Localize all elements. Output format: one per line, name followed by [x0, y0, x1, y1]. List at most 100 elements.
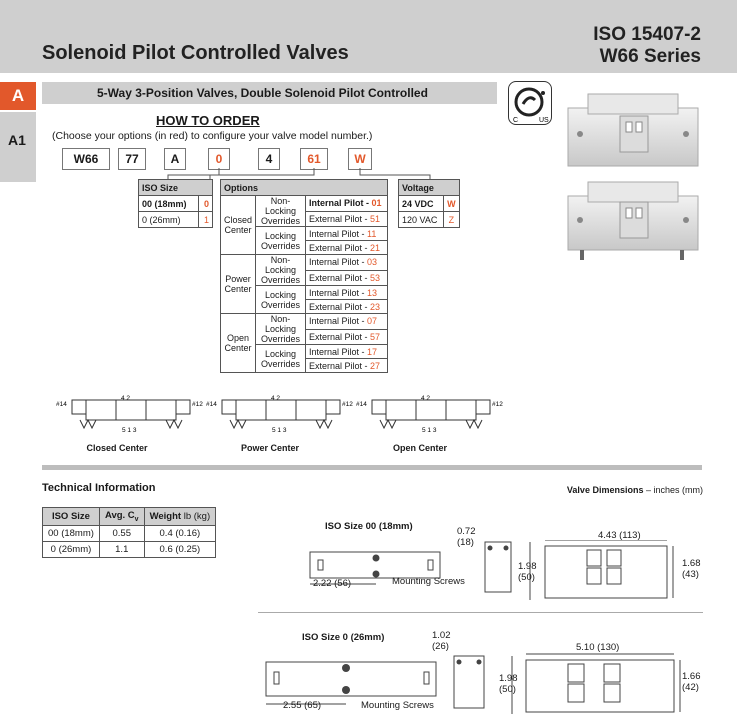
pilot-code: 13: [367, 287, 378, 298]
iso-size-code: 1: [198, 211, 213, 228]
csa-certification-logo: C US: [508, 81, 552, 125]
port-top-label: 4 2: [421, 395, 430, 402]
pilot-label: Internal Pilot: [309, 228, 360, 239]
pilot-label: External Pilot: [309, 213, 363, 224]
center-type-label: Open Center: [219, 313, 257, 373]
pilot-option: External Pilot - 51: [305, 210, 388, 227]
pilot-label: Internal Pilot: [309, 346, 360, 357]
table-row[interactable]: Locking Overrides Internal Pilot - 13: [221, 285, 388, 314]
size-0-height-mm: (50): [499, 684, 516, 695]
pilot-label: Internal Pilot: [309, 198, 364, 209]
port-top-label: 4 2: [271, 395, 280, 402]
pilot-code: 21: [370, 242, 381, 253]
table-row[interactable]: Power Center Non-Locking Overrides Inter…: [219, 254, 388, 314]
size-0-length: 2.55 (65): [283, 700, 322, 711]
pilot-code: 51: [370, 213, 381, 224]
size-0-title: ISO Size 0 (26mm): [302, 632, 385, 643]
size-00-height: 1.98: [518, 561, 537, 572]
override-type-label: Non-Locking Overrides: [255, 313, 307, 345]
table-row: 00 (18mm) 0.55 0.4 (0.16): [42, 524, 217, 542]
table-row[interactable]: External Pilot - 23: [221, 299, 388, 314]
size-0-width-mm: (26): [432, 641, 449, 652]
how-to-order-title: HOW TO ORDER: [156, 113, 260, 128]
pilot-option: Internal Pilot - 01: [305, 195, 388, 212]
override-type-label: Locking Overrides: [255, 285, 307, 314]
pilot-option: Internal Pilot - 17: [305, 344, 388, 359]
iso-size-code: 0: [198, 195, 213, 212]
port-14-label: #14: [356, 401, 367, 408]
section-banner: 5-Way 3-Position Valves, Double Solenoid…: [42, 82, 497, 104]
valve-product-photo: [567, 93, 699, 260]
center-type-label: Closed Center: [219, 195, 257, 255]
table-row[interactable]: External Pilot - 27: [221, 358, 388, 373]
size-00-drawing: [309, 540, 674, 600]
pilot-label: External Pilot: [309, 272, 363, 283]
pilot-code: 17: [367, 346, 378, 357]
table-row[interactable]: Open Center Non-Locking Overrides Intern…: [219, 313, 388, 373]
voltage-label: 120 VAC: [398, 211, 444, 228]
table-row[interactable]: 0 (26mm) 1: [138, 211, 213, 228]
pilot-label: External Pilot: [309, 301, 363, 312]
dimensions-divider: [258, 612, 703, 613]
center-type-label: Power Center: [219, 254, 257, 314]
model-code-port: 4: [258, 148, 280, 170]
table-row[interactable]: External Pilot - 21: [221, 240, 388, 255]
svg-text:C: C: [513, 117, 518, 124]
pilot-code: 27: [370, 360, 381, 371]
subsection-tab-a1[interactable]: A1: [0, 112, 36, 182]
section-tab-a[interactable]: A: [0, 82, 36, 110]
size-0-height: 1.98: [499, 673, 518, 684]
pilot-code: 07: [367, 316, 378, 327]
size-00-total-length: 4.43 (113): [598, 530, 641, 541]
model-code-function: 77: [118, 148, 146, 170]
table-row[interactable]: 00 (18mm) 0: [138, 195, 213, 212]
pilot-option: External Pilot - 27: [305, 358, 388, 373]
options-header: Options: [220, 179, 388, 196]
power-center-label: Power Center: [240, 443, 300, 453]
technical-info-table: ISO Size Avg. Cv Weight lb (kg) 00 (18mm…: [42, 507, 217, 558]
valve-schematics: #14 #12 4 2 5 1 3 #14 #12 4 2 5 1 3: [56, 395, 503, 434]
port-bottom-label: 5 1 3: [272, 427, 287, 434]
table-row[interactable]: Locking Overrides Internal Pilot - 17: [221, 344, 388, 373]
pilot-label: External Pilot: [309, 360, 363, 371]
pilot-option: Internal Pilot - 11: [305, 226, 388, 241]
model-code-iso-size[interactable]: 0: [208, 148, 230, 170]
model-code-options[interactable]: 61: [300, 148, 328, 170]
size-00-width: 0.72: [457, 526, 476, 537]
technical-info-title: Technical Information: [42, 482, 156, 494]
port-top-label: 4 2: [121, 395, 130, 402]
size-0-mounting-screws: Mounting Screws: [361, 700, 434, 711]
iso-size-header: ISO Size: [138, 179, 213, 196]
port-14-label: #14: [206, 401, 217, 408]
closed-center-schematic: #14 #12 4 2 5 1 3: [56, 395, 203, 434]
pilot-option: External Pilot - 53: [305, 269, 388, 286]
pilot-option: External Pilot - 21: [305, 240, 388, 255]
voltage-header: Voltage: [398, 179, 460, 196]
pilot-label: Internal Pilot: [309, 316, 360, 327]
size-0-drawing: [265, 653, 681, 714]
iso-standard: ISO 15407-2: [593, 24, 701, 45]
pilot-option: Internal Pilot - 13: [305, 285, 388, 300]
pilot-option: Internal Pilot - 03: [305, 254, 388, 271]
iso-size-label: 0 (26mm): [138, 211, 199, 228]
pilot-label: Internal Pilot: [309, 257, 360, 268]
size-00-length: 2.22 (56): [313, 578, 352, 589]
override-type-label: Non-Locking Overrides: [255, 254, 307, 286]
size-00-height-mm: (50): [518, 572, 535, 583]
table-row[interactable]: 24 VDC W: [398, 195, 461, 212]
model-code-series: W66: [62, 148, 110, 170]
voltage-code: W: [442, 195, 461, 212]
page-title: Solenoid Pilot Controlled Valves: [42, 42, 349, 64]
port-14-label: #14: [56, 401, 67, 408]
pilot-code: 11: [367, 228, 377, 239]
size-0-side-mm: (42): [682, 682, 699, 693]
voltage-table: Voltage 24 VDC W 120 VAC Z: [398, 179, 461, 228]
model-code-voltage[interactable]: W: [348, 148, 372, 170]
size-00-title: ISO Size 00 (18mm): [325, 521, 413, 532]
table-row[interactable]: 120 VAC Z: [398, 211, 461, 228]
port-bottom-label: 5 1 3: [422, 427, 437, 434]
port-12-label: #12: [492, 401, 503, 408]
pilot-option: External Pilot - 57: [305, 328, 388, 345]
valve-dimensions-title: Valve Dimensions – inches (mm): [566, 485, 703, 495]
table-row[interactable]: Closed Center Non-Locking Overrides Inte…: [219, 195, 388, 255]
